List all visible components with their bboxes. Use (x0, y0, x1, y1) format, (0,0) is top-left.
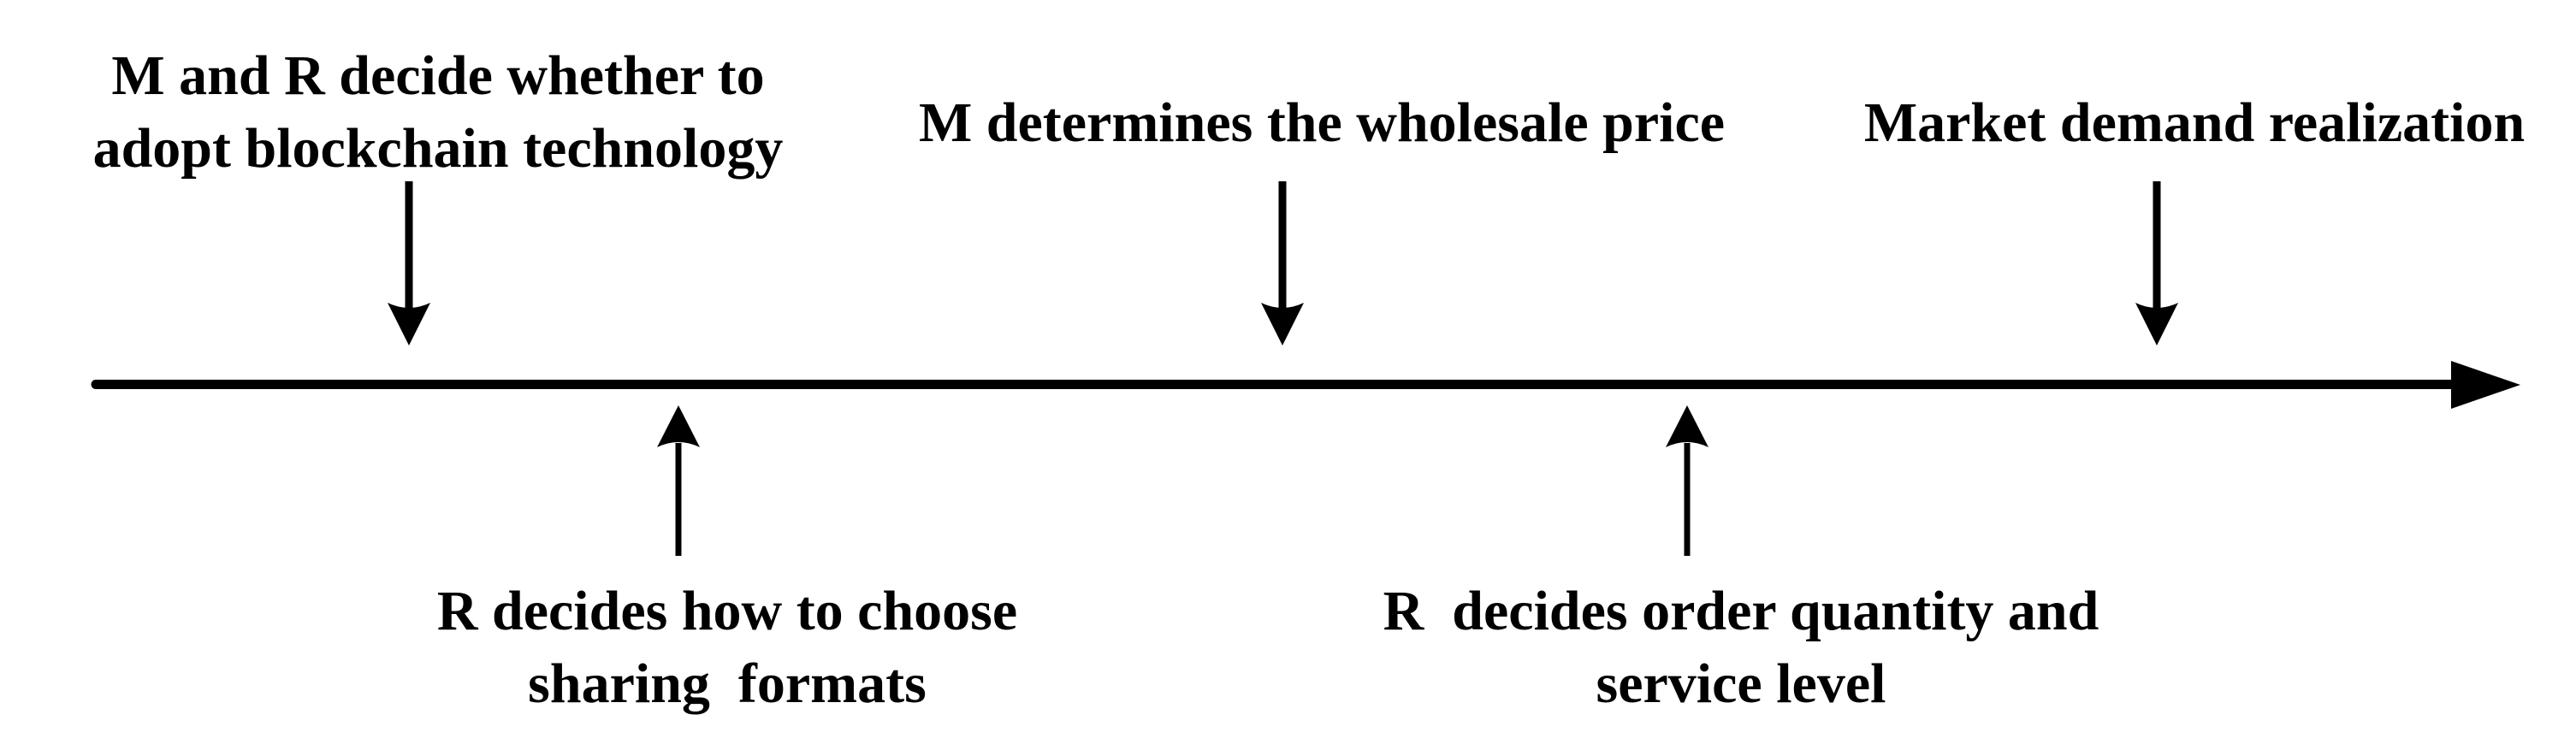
event-label-demand-realization: Market demand realization (1863, 92, 2526, 154)
timeline-axis-right-arrow-icon (91, 361, 2520, 409)
event-label-wholesale-price: M determines the wholesale price (918, 92, 1726, 154)
down-arrow-icon-wholesale-price (1261, 181, 1304, 345)
event-label-sharing-formats: R decides how to choose sharing formats (436, 580, 1018, 715)
up-arrow-icon-order-quantity (1666, 405, 1708, 556)
down-arrow-icon-demand-realization (2135, 181, 2178, 345)
down-arrow-icon-blockchain-adoption (388, 181, 430, 345)
event-label-order-quantity: R decides order quantity and service lev… (1383, 580, 2099, 715)
up-arrow-icon-sharing-formats (657, 405, 700, 556)
event-label-blockchain-adoption: M and R decide whether to adopt blockcha… (92, 44, 784, 180)
